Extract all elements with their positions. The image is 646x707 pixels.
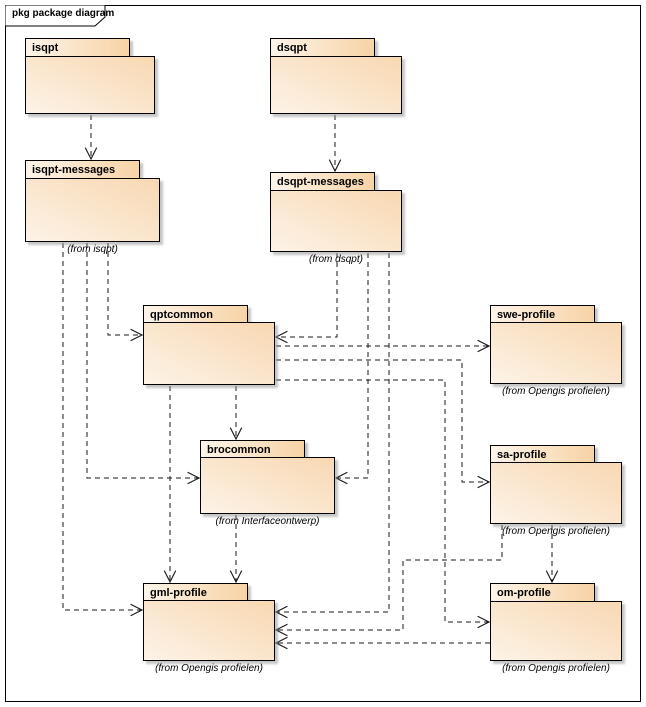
edge-qptcommon-to-om-profile: [276, 379, 491, 629]
frame-title: pkg package diagram: [12, 8, 115, 19]
frame-title-tab-shape: [5, 5, 106, 27]
frame-title-tab: [5, 5, 106, 27]
edge-isqpt-messages-to-qptcommon: [107, 243, 144, 342]
edge-isqpt-messages-to-gml-profile: [62, 243, 144, 617]
edge-dsqpt-messages-to-brocommon: [334, 253, 369, 485]
edge-qptcommon-to-sa-profile: [276, 359, 491, 489]
edge-sa-profile-to-gml-profile: [274, 525, 503, 637]
edge-dsqpt-messages-to-qptcommon: [274, 253, 338, 344]
edge-dsqpt-messages-to-gml-profile: [274, 253, 390, 619]
edge-isqpt-messages-to-brocommon: [86, 243, 201, 485]
